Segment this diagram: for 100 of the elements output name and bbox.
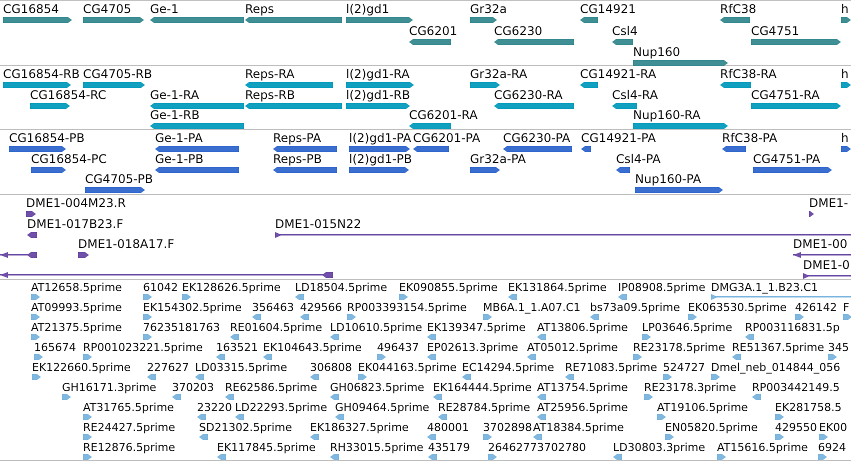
feature-label: DMG3A.1_1.B23.C1 [711, 281, 818, 295]
feature-label: 6924 [818, 441, 846, 455]
feature-label: Reps-PB [273, 152, 322, 166]
feature-label: Gr32a-PA [470, 152, 526, 166]
feature-label: 429566 [300, 301, 342, 315]
feature-label: Csl4-RA [612, 88, 658, 102]
feature-label: CG16854-PC [31, 152, 107, 166]
feature-label: 76235181763 [143, 321, 220, 335]
feature-label: CG16854 [3, 2, 59, 16]
feature-label: CG6201-RA [409, 108, 478, 122]
feature-label: EP02613.3prime [427, 341, 518, 355]
feature-label: Nup160-RA [633, 108, 700, 122]
feature-label: DME1-017B23.F [27, 217, 124, 231]
feature-label: Csl4-PA [616, 152, 661, 166]
feature-label: AT31765.5prime [83, 401, 174, 415]
feature-label: F [843, 301, 850, 315]
feature-label: DME1-004M23.R [26, 196, 126, 210]
feature-label: l(2)gd1-PA [349, 131, 412, 145]
feature-label: Reps-RA [245, 67, 294, 81]
feature-label: CG4751-PA [753, 152, 820, 166]
feature-label: CG4705-RB [83, 67, 152, 81]
feature-label: DME1-018A17.F [78, 237, 174, 251]
feature-label: CG4705-PB [85, 172, 154, 186]
feature-label: GH09464.5prime [335, 401, 430, 415]
feature-label: h [841, 131, 849, 145]
feature-label: LD03315.5prime [195, 361, 288, 375]
feature-label: h [841, 2, 849, 16]
feature-label: CG16854-PB [9, 131, 85, 145]
feature-label: SD21302.5prime [199, 421, 292, 435]
feature-label: CG6201 [409, 24, 458, 38]
feature-label: EK00 [819, 421, 848, 435]
feature-label: AT15616.5prime [717, 441, 808, 455]
feature-label: CG6230-PA [503, 131, 570, 145]
feature-label: EK044163.5prime [358, 361, 457, 375]
feature-label: 345 [828, 341, 849, 355]
feature-label: RH33015.5prime [330, 441, 424, 455]
feature-label: EK063530.5prime [688, 301, 787, 315]
feature-label: RfC38-RA [720, 67, 777, 81]
feature-label: l(2)gd1-RB [346, 88, 410, 102]
feature-label: CG16854-RB [3, 67, 80, 81]
feature-label: EK090855.5prime [399, 281, 498, 295]
feature-label: EK128626.5prime [182, 281, 281, 295]
feature-label: AT12658.5prime [31, 281, 122, 295]
feature-label: DME1-0 [803, 258, 850, 272]
feature-label: Ge-1 [150, 2, 179, 16]
feature-label: CG6230-RA [494, 88, 563, 102]
feature-label: EK281758.5 [775, 401, 842, 415]
feature-label: EK104643.5prime [263, 341, 362, 355]
feature-label: RP003442149.5 [752, 381, 840, 395]
feature-label: AT13806.5prime [537, 321, 628, 335]
feature-label: 480001 [427, 421, 469, 435]
feature-label: l(2)gd1 [346, 2, 390, 16]
feature-label: Dmel_neb_014844_056 [711, 361, 840, 375]
feature-label: EK186327.5prime [310, 421, 409, 435]
feature-label: EK117845.5prime [217, 441, 316, 455]
feature-label: CG6201-PA [413, 131, 480, 145]
feature-label: CG4751-RA [751, 88, 820, 102]
feature-label: AT25956.5prime [537, 401, 628, 415]
feature-label: LD30803.3prime [613, 441, 706, 455]
feature-label: 356463 [252, 301, 294, 315]
feature-label: l(2)gd1-RA [346, 67, 410, 81]
feature-label: 3702898 [483, 421, 532, 435]
feature-label: Gr32a [470, 2, 507, 16]
feature-label: Gr32a-RA [470, 67, 528, 81]
feature-label: EK154302.5prime [143, 301, 242, 315]
feature-label: IP08908.5prime [618, 281, 706, 295]
feature-label: AT18384.5prime [533, 421, 624, 435]
feature-label: RfC38 [720, 2, 756, 16]
feature-label: h [841, 67, 849, 81]
feature-label: bs73a09.5prime [590, 301, 680, 315]
feature-label: Ge-1-RA [150, 88, 200, 102]
feature-label: RP003393154.5prime [347, 301, 467, 315]
feature-label: 61042 [143, 281, 178, 295]
feature-label: Csl4 [612, 24, 638, 38]
feature-label: LD22293.5prime [235, 401, 328, 415]
feature-label: CG6230 [494, 24, 542, 38]
feature-label: l(2)gd1-PB [349, 152, 412, 166]
feature-label: 435179 [428, 441, 470, 455]
feature-label: Ge-1-PA [155, 131, 203, 145]
feature-label: EK131864.5prime [508, 281, 607, 295]
feature-label: RE51367.5prime [732, 341, 824, 355]
feature-label: Reps-PA [273, 131, 322, 145]
feature-label: EK139347.5prime [427, 321, 526, 335]
feature-label: 26462773702780 [488, 441, 586, 455]
feature-label: RE01604.5prime [230, 321, 322, 335]
feature-label: RP001023221.5prime [83, 341, 203, 355]
feature-label: AT19106.5prime [657, 401, 748, 415]
feature-label: AT09993.5prime [31, 301, 122, 315]
feature-label: Reps-RB [245, 88, 295, 102]
feature-label: 370203 [172, 381, 214, 395]
feature-label: 426142 [795, 301, 837, 315]
feature-label: RE71083.5prime [565, 361, 658, 375]
feature-label: Ge-1-RB [150, 108, 200, 122]
feature-label: GH16171.3prime [62, 381, 156, 395]
feature-label: RE23178.3prime [644, 381, 736, 395]
feature-label: DME1-015N22 [275, 217, 362, 231]
feature-label: 163521 [216, 341, 258, 355]
feature-label: DME1- [809, 196, 848, 210]
feature-label: GH06823.5prime [330, 381, 424, 395]
feature-label: LP03646.5prime [642, 321, 732, 335]
